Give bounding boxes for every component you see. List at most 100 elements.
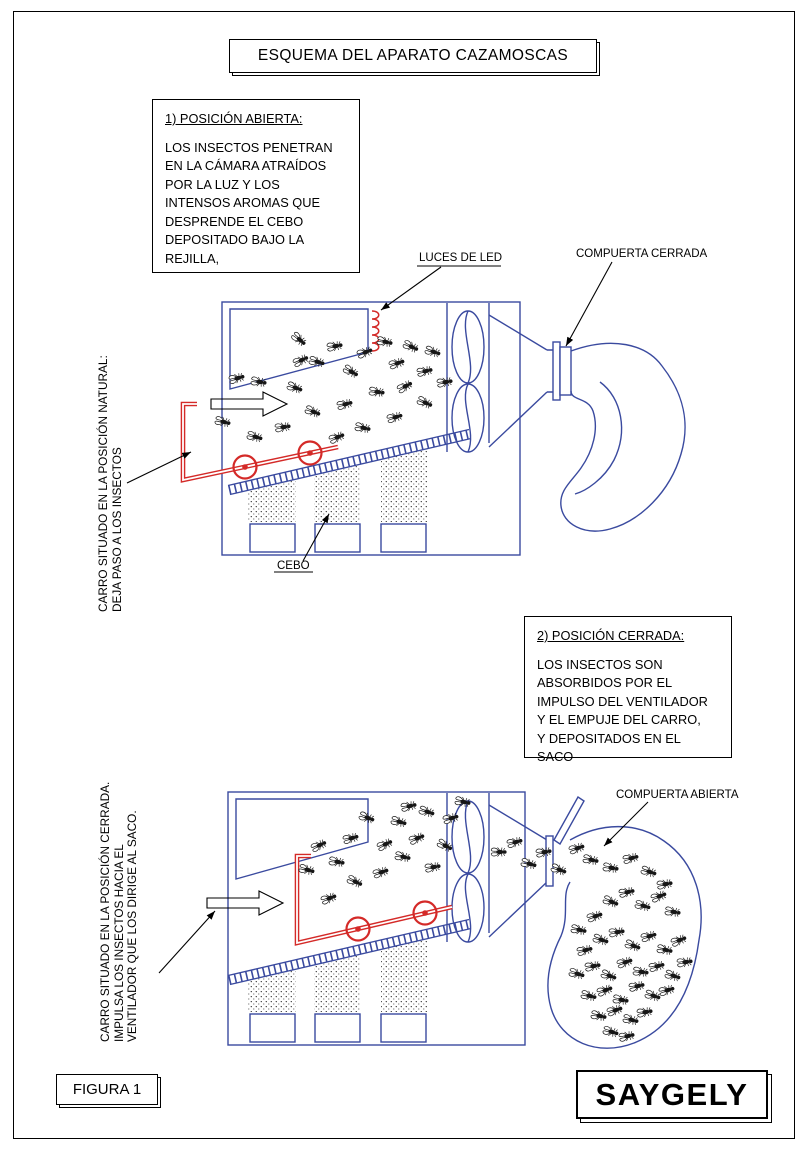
fly-icon [424, 860, 442, 874]
aroma-stipple [248, 449, 428, 522]
grid-rejilla [227, 428, 472, 496]
figure-label: FIGURA 1 [72, 1081, 142, 1098]
fly-icon [599, 968, 619, 984]
fly-icon [617, 885, 636, 899]
leader-arrowhead-icon [158, 910, 216, 974]
fly-icon [608, 926, 626, 939]
fly-icon [345, 873, 365, 890]
fly-icon [632, 965, 650, 978]
note-line: LOS INSECTOS PENETRAN [165, 139, 333, 155]
fly-icon [389, 814, 409, 829]
fly-icon [591, 932, 611, 947]
fly-icon [490, 846, 508, 858]
fly-icon [633, 898, 653, 913]
carriage-wheel [345, 916, 371, 942]
fly-icon [656, 877, 674, 891]
carriage-closed [294, 853, 453, 946]
fly-icon [387, 356, 407, 371]
bait-boxes [249, 523, 427, 553]
bait-box [314, 1013, 361, 1043]
fly-icon [615, 955, 635, 970]
flies-through-duct [490, 835, 600, 878]
carriage-wheel [232, 454, 258, 480]
caption-open-position: CARRO SITUADO EN LA POSICIÓN NATURAL: DE… [96, 355, 124, 612]
fly-icon [647, 959, 667, 974]
sack-full [547, 826, 702, 1049]
diagram-open-position [180, 301, 686, 556]
fly-icon [327, 429, 347, 446]
title-box: ESQUEMA DEL APARATO CAZAMOSCAS [229, 39, 597, 73]
fly-icon [623, 938, 643, 954]
entrance-panel [235, 798, 369, 880]
fly-icon [407, 830, 427, 847]
caption-closed-position: CARRO SITUADO EN LA POSICIÓN CERRADA. IM… [98, 782, 140, 1042]
fly-icon [589, 1009, 608, 1023]
fly-icon [601, 893, 621, 910]
diagram-closed-position [206, 791, 702, 1049]
fly-icon [399, 799, 418, 813]
note-line: SACO [537, 749, 574, 765]
fly-icon [605, 1003, 625, 1018]
note-line: ABSORBIDOS POR EL [537, 675, 673, 691]
note-open-heading: 1) POSICIÓN ABIERTA: [165, 111, 303, 126]
led-coil [371, 310, 380, 352]
bait-box [314, 523, 361, 553]
bait-box [380, 1013, 427, 1043]
caption-line: VENTILADOR QUE LOS DIRIGE AL SACO. [125, 810, 139, 1042]
fly-icon [579, 988, 599, 1003]
note-line: POR LA LUZ Y LOS [165, 176, 280, 192]
fly-icon [569, 923, 588, 937]
bait-box [249, 523, 296, 553]
fly-icon [297, 862, 317, 877]
fly-icon [423, 344, 443, 359]
fly-icon [669, 932, 689, 949]
note-closed-heading: 2) POSICIÓN CERRADA: [537, 628, 685, 643]
fly-icon [436, 375, 454, 389]
duct-and-gate-open [488, 795, 585, 938]
leader-arrowhead-icon [126, 451, 192, 484]
fly-icon [649, 888, 669, 904]
carriage-wheel [412, 900, 438, 926]
brand-box: SAYGELY [576, 1070, 768, 1119]
sack-empty [560, 342, 686, 532]
fly-icon [371, 865, 391, 880]
note-line: LOS INSECTOS SON [537, 656, 663, 672]
fly-icon [415, 394, 435, 411]
label-led-lights: LUCES DE LED [419, 252, 502, 264]
aroma-stipple [248, 939, 428, 1012]
fly-icon [664, 905, 682, 919]
fly-icon [621, 851, 641, 866]
fly-icon [567, 841, 587, 856]
gate-closed-plate [552, 341, 561, 401]
fly-icon [595, 982, 615, 998]
fly-icon [245, 429, 265, 444]
leader-arrowhead-icon [565, 261, 613, 347]
fly-icon [601, 1024, 621, 1039]
fly-icon [274, 421, 292, 434]
bait-box [380, 523, 427, 553]
fly-icon [584, 959, 602, 973]
fly-icon [435, 837, 455, 854]
grid-rejilla [227, 918, 472, 986]
leader-arrowhead-icon [302, 513, 330, 562]
carriage-open [180, 401, 339, 483]
fly-icon [655, 943, 674, 957]
flies-in-sack [567, 851, 694, 1043]
fly-icon [401, 338, 421, 355]
brand-name: SAYGELY [595, 1076, 749, 1112]
note-open-position: 1) POSICIÓN ABIERTA: LOS INSECTOS PENETR… [152, 99, 360, 273]
note-line: INTENSOS AROMAS QUE [165, 195, 321, 211]
note-line: DEPOSITADO BAJO LA [165, 232, 305, 248]
leader-arrowhead-icon [380, 266, 442, 311]
fly-icon [639, 929, 659, 944]
bait-box [249, 1013, 296, 1043]
fly-icon [375, 836, 395, 853]
caption-line: IMPULSA LOS INSECTOS HACIA EL [111, 844, 126, 1042]
fly-icon [395, 378, 415, 395]
fly-icon [393, 850, 412, 864]
label-bait: CEBO [277, 560, 310, 572]
fly-icon [663, 968, 683, 983]
fly-icon [341, 363, 361, 380]
note-line: REJILLA, [165, 250, 220, 266]
